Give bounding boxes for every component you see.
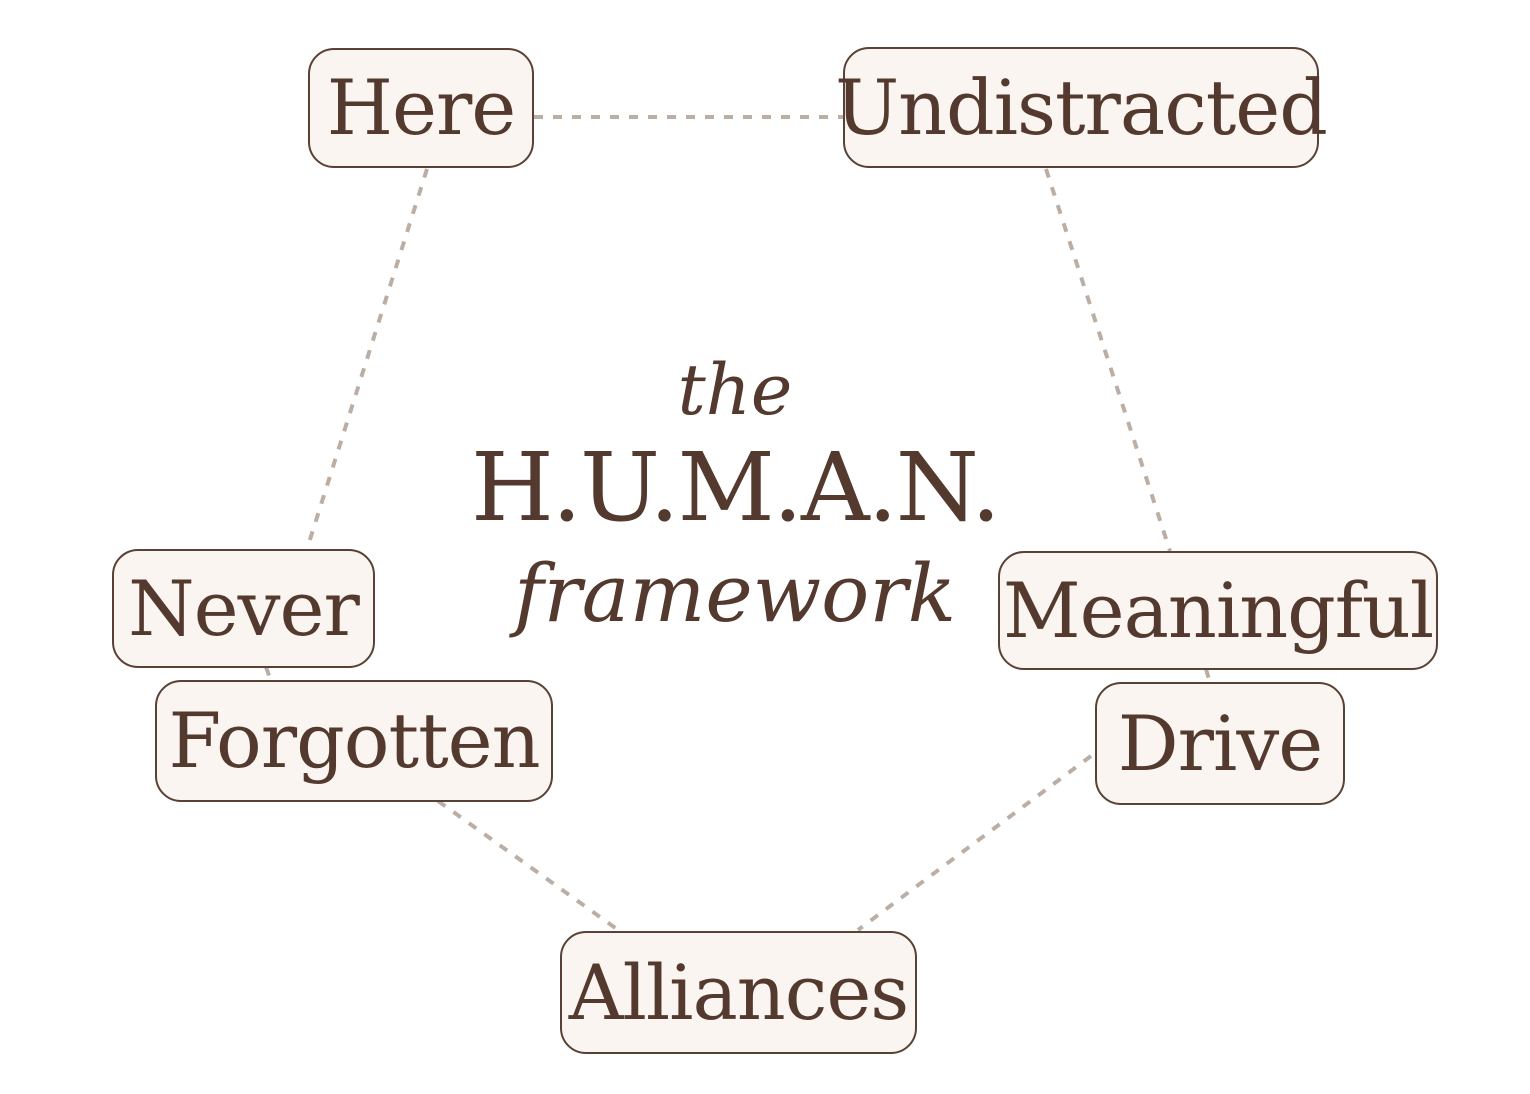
- connector-forgotten-alliances: [436, 799, 623, 934]
- connector-undistracted-meaningful: [1044, 168, 1172, 552]
- node-here: Here: [308, 48, 534, 168]
- node-forgotten-label: Forgotten: [168, 696, 540, 785]
- node-undistracted: Undistracted: [835, 47, 1328, 168]
- connector-drive-alliances: [856, 754, 1093, 932]
- connector-here-never: [305, 168, 429, 550]
- connector-never-forgotten: [264, 666, 273, 682]
- connector-meaningful-drive: [1204, 668, 1212, 684]
- node-alliances-label: Alliances: [568, 947, 910, 1037]
- title-main: H.U.M.A.N.: [470, 433, 1001, 543]
- diagram-title: the H.U.M.A.N. framework: [435, 348, 1035, 644]
- node-drive-label: Drive: [1117, 698, 1323, 788]
- node-never-label: Never: [128, 563, 360, 653]
- node-drive: Drive: [1095, 682, 1345, 805]
- node-never: Never: [112, 549, 375, 668]
- node-here-label: Here: [326, 63, 517, 152]
- node-alliances: Alliances: [560, 931, 917, 1054]
- node-meaningful-label: Meaningful: [1002, 565, 1434, 655]
- node-undistracted-label: Undistracted: [835, 62, 1328, 152]
- node-forgotten: Forgotten: [155, 680, 553, 802]
- node-meaningful: Meaningful: [998, 551, 1438, 670]
- title-post: framework: [513, 547, 957, 640]
- title-pre: the: [677, 349, 793, 431]
